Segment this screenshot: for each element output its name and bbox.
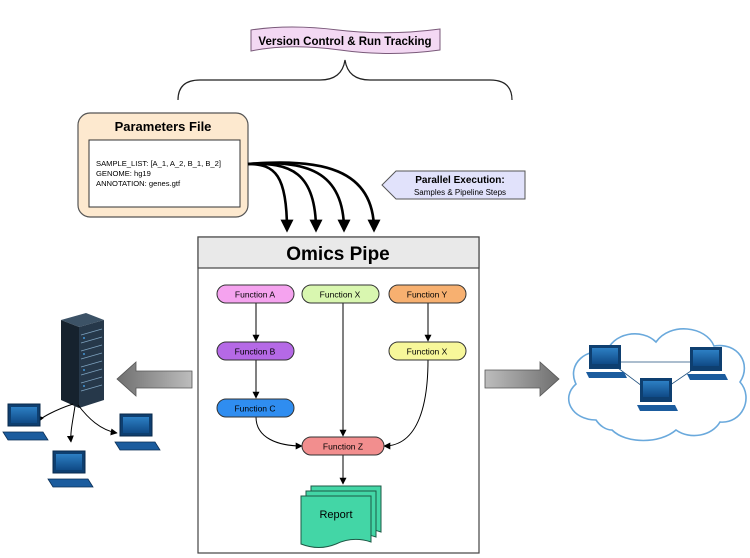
version-control-banner: Version Control & Run Tracking [250, 26, 441, 54]
function-c-node: Function C [216, 398, 295, 418]
function-x2-label: Function X [407, 347, 448, 357]
parameters-line-1: SAMPLE_LIST: [A_1, A_2, B_1, B_2] [96, 159, 221, 168]
server-rack-icon [61, 313, 104, 408]
function-z-label: Function Z [323, 442, 363, 452]
parameters-line-3: ANNOTATION: genes.gtf [96, 179, 181, 188]
report-label: Report [319, 509, 352, 521]
cloud-network-icon [567, 328, 747, 442]
function-a-node: Function A [216, 284, 295, 304]
arrow-right-icon [484, 361, 560, 397]
function-x1-node: Function X [301, 284, 380, 304]
omics-pipe-title: Omics Pipe [286, 244, 390, 265]
report-document-icon: Report [300, 485, 382, 548]
function-c-label: Function C [234, 404, 275, 414]
curly-brace [177, 59, 513, 101]
parallel-arrows [247, 161, 381, 233]
function-x2-node: Function X [388, 341, 467, 361]
banner-label: Version Control & Run Tracking [258, 36, 431, 48]
parallel-execution-callout: Parallel Execution: Samples & Pipeline S… [381, 170, 526, 200]
function-connectors [252, 303, 432, 485]
desktop-computer-icon [2, 403, 161, 488]
server-network-lines [37, 403, 118, 443]
parameters-file-box: Parameters File SAMPLE_LIST: [A_1, A_2, … [77, 112, 249, 218]
arrow-left-icon [116, 361, 193, 397]
function-x1-label: Function X [320, 290, 361, 300]
function-b-node: Function B [216, 341, 295, 361]
parameters-content-box [88, 139, 241, 208]
function-b-label: Function B [235, 347, 276, 357]
function-y-label: Function Y [407, 290, 448, 300]
parallel-title: Parallel Execution: [415, 175, 504, 186]
parallel-subtitle: Samples & Pipeline Steps [414, 188, 506, 197]
function-a-label: Function A [235, 290, 275, 300]
function-y-node: Function Y [388, 284, 467, 304]
parameters-title: Parameters File [115, 119, 212, 134]
parameters-line-2: GENOME: hg19 [96, 169, 151, 178]
function-z-node: Function Z [301, 436, 385, 456]
